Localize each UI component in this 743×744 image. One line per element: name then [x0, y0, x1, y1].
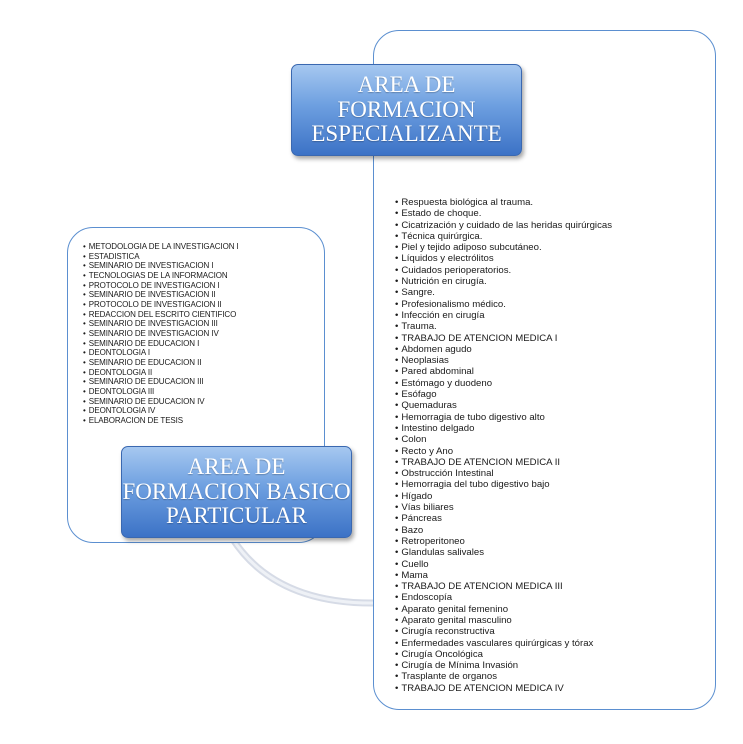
list-item: Glandulas salivales	[395, 547, 612, 558]
list-item: TRABAJO DE ATENCION MEDICA I	[395, 333, 612, 344]
list-item: TRABAJO DE ATENCION MEDICA II	[395, 457, 612, 468]
list-item: PROTOCOLO DE INVESTIGACION II	[83, 300, 239, 310]
list-item: ESTADISTICA	[83, 252, 239, 262]
list-item: Respuesta biológica al trauma.	[395, 197, 612, 208]
list-item: Aparato genital femenino	[395, 604, 612, 615]
list-item: Trasplante de organos	[395, 671, 612, 682]
list-item: Piel y tejido adiposo subcutáneo.	[395, 242, 612, 253]
list-item: Cirugía Oncológica	[395, 649, 612, 660]
list-item: SEMINARIO DE EDUCACION IV	[83, 397, 239, 407]
list-item: Enfermedades vasculares quirúrgicas y tó…	[395, 638, 612, 649]
list-item: Nutrición en cirugía.	[395, 276, 612, 287]
list-item: Neoplasias	[395, 355, 612, 366]
list-item: Esófago	[395, 389, 612, 400]
list-item: Hígado	[395, 491, 612, 502]
basic-area-list: METODOLOGIA DE LA INVESTIGACION IESTADIS…	[83, 242, 239, 425]
list-item: Retroperitoneo	[395, 536, 612, 547]
list-item: Estómago y duodeno	[395, 378, 612, 389]
title-line: FORMACION BASICO	[122, 478, 351, 504]
list-item: Obstrucción Intestinal	[395, 468, 612, 479]
list-item: Trauma.	[395, 321, 612, 332]
list-item: Cuidados perioperatorios.	[395, 265, 612, 276]
specializing-area-list: Respuesta biológica al trauma.Estado de …	[395, 197, 612, 694]
list-item: Estado de choque.	[395, 208, 612, 219]
list-item: REDACCION DEL ESCRITO CIENTIFICO	[83, 310, 239, 320]
list-item: DEONTOLOGIA II	[83, 368, 239, 378]
title-line: FORMACION	[337, 96, 476, 122]
list-item: Endoscopía	[395, 592, 612, 603]
list-item: SEMINARIO DE INVESTIGACION I	[83, 261, 239, 271]
list-item: Profesionalismo médico.	[395, 299, 612, 310]
list-item: Hemorragia de tubo digestivo alto	[395, 412, 612, 423]
list-item: SEMINARIO DE EDUCACION I	[83, 339, 239, 349]
list-item: Cicatrización y cuidado de las heridas q…	[395, 220, 612, 231]
list-item: Hemorragia del tubo digestivo bajo	[395, 479, 612, 490]
list-item: Páncreas	[395, 513, 612, 524]
list-item: SEMINARIO DE INVESTIGACION II	[83, 290, 239, 300]
list-item: DEONTOLOGIA I	[83, 348, 239, 358]
list-item: Mama	[395, 570, 612, 581]
list-item: Abdomen agudo	[395, 344, 612, 355]
list-item: Sangre.	[395, 287, 612, 298]
list-item: Cirugía de Mínima Invasión	[395, 660, 612, 671]
list-item: METODOLOGIA DE LA INVESTIGACION I	[83, 242, 239, 252]
list-item: SEMINARIO DE INVESTIGACION III	[83, 319, 239, 329]
list-item: Pared abdominal	[395, 366, 612, 377]
list-item: DEONTOLOGIA III	[83, 387, 239, 397]
title-line: ESPECIALIZANTE	[311, 121, 502, 147]
list-item: Técnica quirúrgica.	[395, 231, 612, 242]
list-item: SEMINARIO DE EDUCACION II	[83, 358, 239, 368]
title-line: AREA DE	[187, 454, 286, 480]
list-item: SEMINARIO DE EDUCACION III	[83, 377, 239, 387]
list-item: SEMINARIO DE INVESTIGACION IV	[83, 329, 239, 339]
list-item: Colon	[395, 434, 612, 445]
title-line: AREA DE	[357, 72, 456, 98]
list-item: TRABAJO DE ATENCION MEDICA III	[395, 581, 612, 592]
list-item: Líquidos y electrólitos	[395, 253, 612, 264]
list-item: Infección en cirugía	[395, 310, 612, 321]
list-item: Cuello	[395, 559, 612, 570]
list-item: Cirugía reconstructiva	[395, 626, 612, 637]
list-item: Bazo	[395, 525, 612, 536]
list-item: PROTOCOLO DE INVESTIGACION I	[83, 281, 239, 291]
list-item: Aparato genital masculino	[395, 615, 612, 626]
list-item: TRABAJO DE ATENCION MEDICA IV	[395, 683, 612, 694]
list-item: TECNOLOGIAS DE LA INFORMACION	[83, 271, 239, 281]
basic-area-title: AREA DE FORMACION BASICO PARTICULAR	[121, 446, 352, 538]
title-line: PARTICULAR	[166, 503, 307, 529]
list-item: ELABORACION DE TESIS	[83, 416, 239, 426]
list-item: DEONTOLOGIA IV	[83, 406, 239, 416]
list-item: Vías biliares	[395, 502, 612, 513]
list-item: Quemaduras	[395, 400, 612, 411]
specializing-area-title: AREA DE FORMACION ESPECIALIZANTE	[291, 64, 522, 156]
list-item: Recto y Ano	[395, 446, 612, 457]
list-item: Intestino delgado	[395, 423, 612, 434]
